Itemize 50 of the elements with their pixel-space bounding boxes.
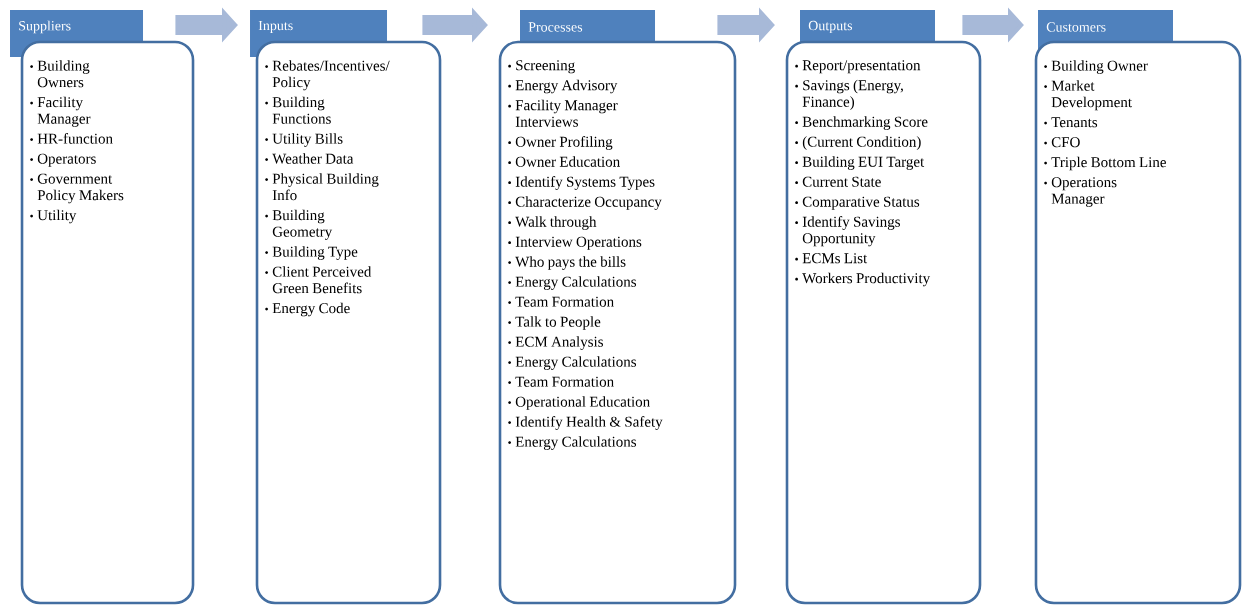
list-item: ECMs List — [795, 253, 868, 264]
list-item: Energy Calculations — [508, 276, 637, 290]
list-item: Building Type — [265, 246, 358, 260]
list-item: Savings (Energy, Finance) — [795, 79, 903, 110]
list-item: ECM Analysis — [508, 336, 603, 350]
list-item: Building Owners — [30, 60, 90, 88]
list-item: Building Geometry — [265, 209, 333, 240]
list-item: Physical Building Info — [265, 173, 379, 201]
list-item: Weather Data — [265, 153, 354, 164]
list-item: Utility — [30, 209, 77, 224]
list-item: Identify Systems Types — [508, 176, 655, 190]
list-item: Building Functions — [265, 96, 331, 124]
list-item: Energy Calculations — [508, 436, 637, 450]
list-item: (Current Condition) — [795, 136, 921, 150]
list-item: Owner Profiling — [508, 136, 613, 150]
list-item: Facility Manager — [30, 96, 91, 127]
list-item: Energy Calculations — [508, 356, 637, 370]
list-item: Energy Advisory — [508, 79, 618, 94]
list-item: Facility Manager Interviews — [508, 99, 618, 127]
list-item: Talk to People — [508, 316, 601, 330]
list-item: Operations Manager — [1044, 177, 1117, 207]
list-item: Client Perceived Green Benefits — [265, 266, 372, 294]
list-item: Team Formation — [508, 376, 614, 387]
list-item: CFO — [1044, 137, 1080, 148]
list-item: Energy Code — [265, 302, 350, 317]
list-item: Interview Operations — [508, 236, 642, 250]
list-item: Owner Education — [508, 156, 620, 167]
list-item: Who pays the bills — [508, 256, 626, 270]
list-item: Comparative Status — [795, 196, 920, 210]
list-item: Characterize Occupancy — [508, 196, 662, 210]
list-item: Building EUI Target — [795, 156, 925, 170]
list-item: Operational Education — [508, 396, 650, 410]
list-item: Tenants — [1044, 117, 1098, 128]
list-item: Triple Bottom Line — [1044, 156, 1166, 171]
list-item: Walk through — [508, 216, 597, 230]
list-item: Rebates/Incentives/ Policy — [265, 60, 390, 91]
list-item: Current State — [795, 176, 881, 187]
list-item: Team Formation — [508, 296, 614, 307]
list-item: Government Policy Makers — [30, 173, 124, 204]
list-item: Screening — [508, 60, 575, 74]
list-item: Operators — [30, 153, 96, 167]
list-item: Utility Bills — [265, 133, 343, 147]
list-item: Benchmarking Score — [795, 116, 928, 130]
list-item: Workers Productivity — [795, 272, 931, 287]
list-item: Report/presentation — [795, 60, 921, 74]
list-item: Market Development — [1044, 80, 1132, 111]
list-item: Identify Health & Safety — [508, 416, 663, 430]
list-item: Identify Savings Opportunity — [795, 216, 900, 247]
list-item: HR-function — [30, 133, 113, 144]
list-item: Building Owner — [1044, 60, 1148, 74]
